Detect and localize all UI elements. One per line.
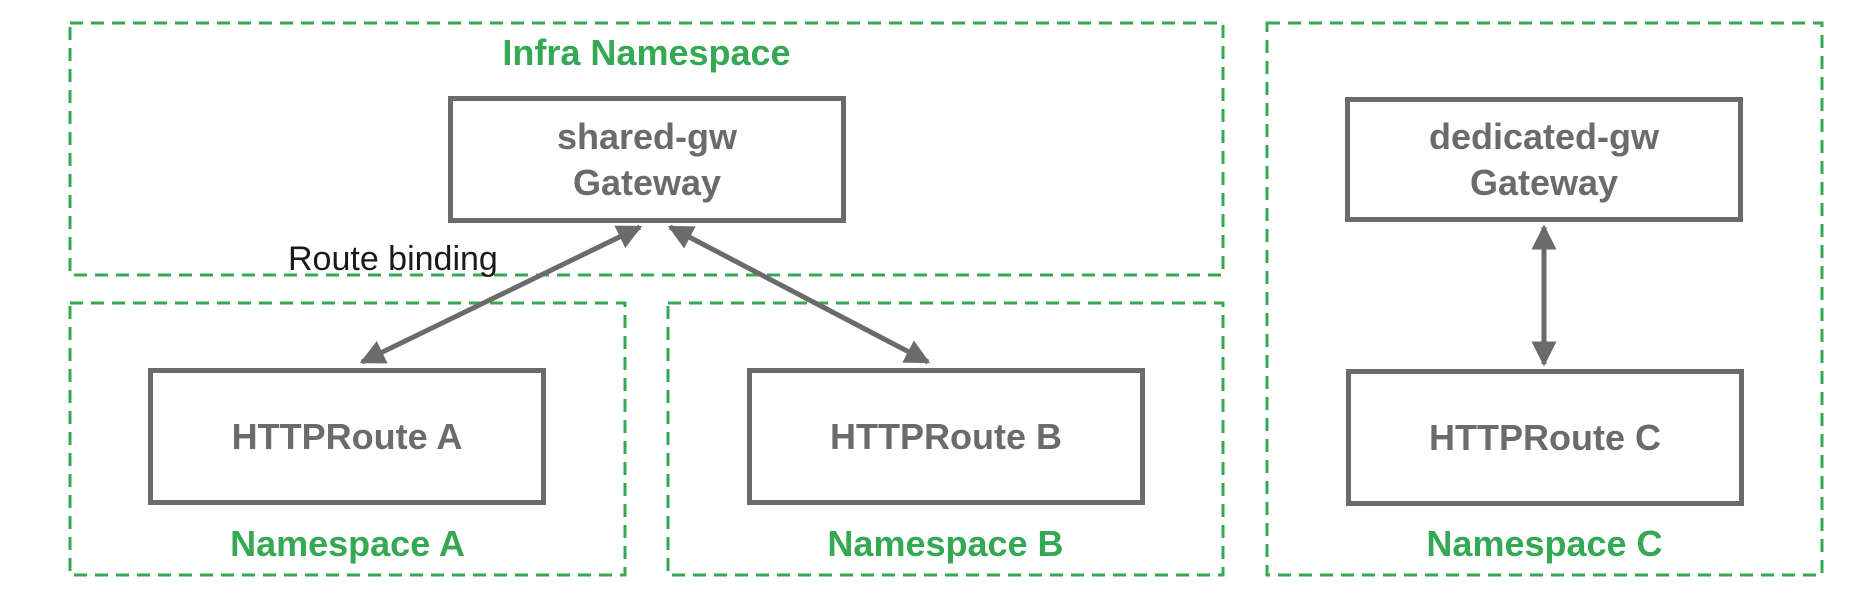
shared-gw-name: shared-gw [556,115,738,157]
httproute-b-label: HTTPRoute B [830,415,1062,457]
httproute-a-node: HTTPRoute A [148,368,546,505]
httproute-b-node: HTTPRoute B [747,368,1145,505]
shared-gw-gateway-node: shared-gw Gateway [448,96,846,223]
dedicated-gw-gateway-node: dedicated-gw Gateway [1345,97,1743,222]
dedicated-gw-name: dedicated-gw [1428,115,1660,157]
namespace-b-label: Namespace B [827,523,1064,564]
dedicated-gw-kind: Gateway [1469,161,1619,203]
infra-namespace-label: Infra Namespace [502,32,791,73]
httproute-c-label: HTTPRoute C [1429,416,1661,458]
namespace-a-label: Namespace A [230,523,465,564]
httproute-a-label: HTTPRoute A [231,415,463,457]
route-binding-annotation: Route binding [288,240,498,278]
namespace-c-label: Namespace C [1426,523,1663,564]
shared-gw-kind: Gateway [572,161,722,203]
httproute-c-node: HTTPRoute C [1346,369,1744,506]
